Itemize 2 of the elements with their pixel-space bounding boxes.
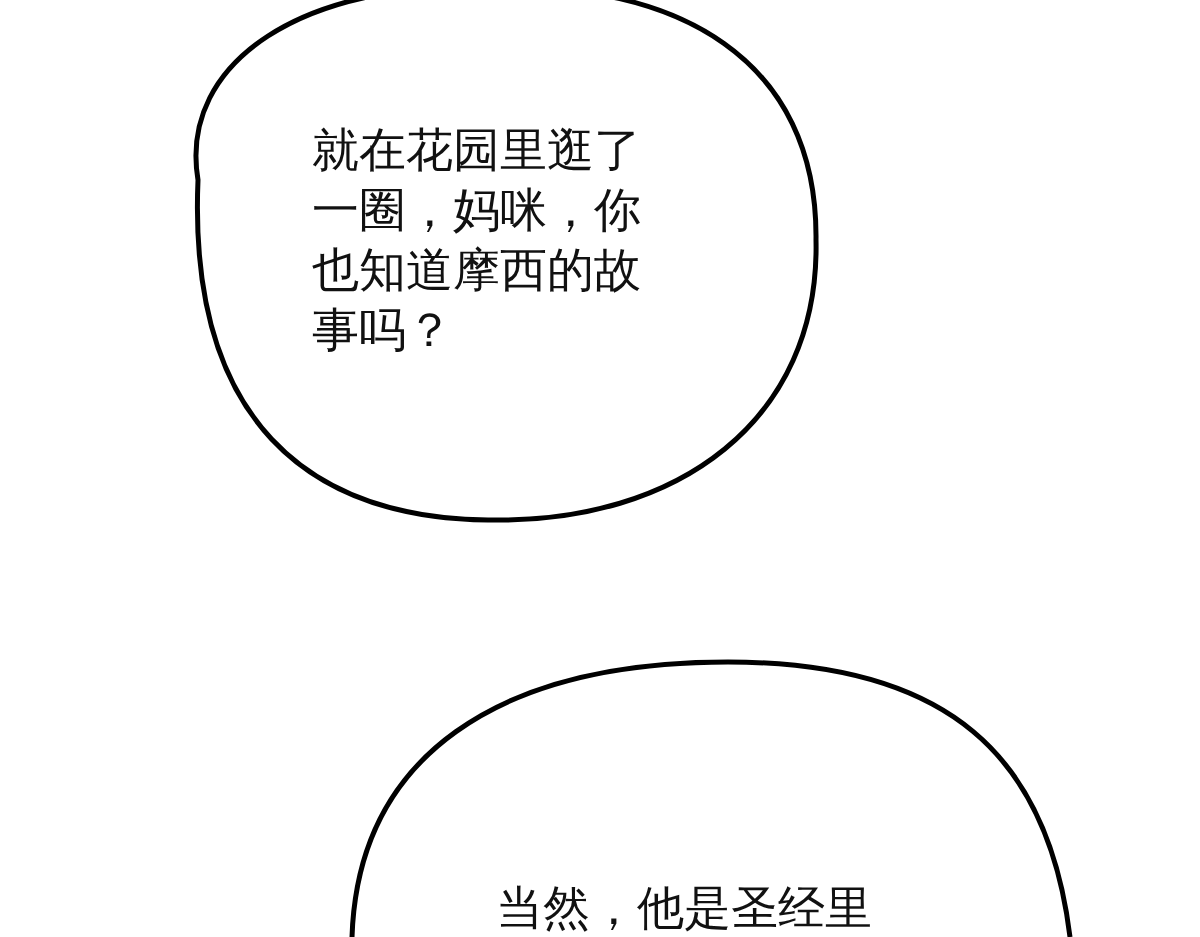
dialogue-text: 当然，他是圣经里	[496, 884, 872, 932]
dialogue-text: 就在花园里逛了一圈，妈咪，你也知道摩西的故事吗？	[312, 121, 642, 359]
